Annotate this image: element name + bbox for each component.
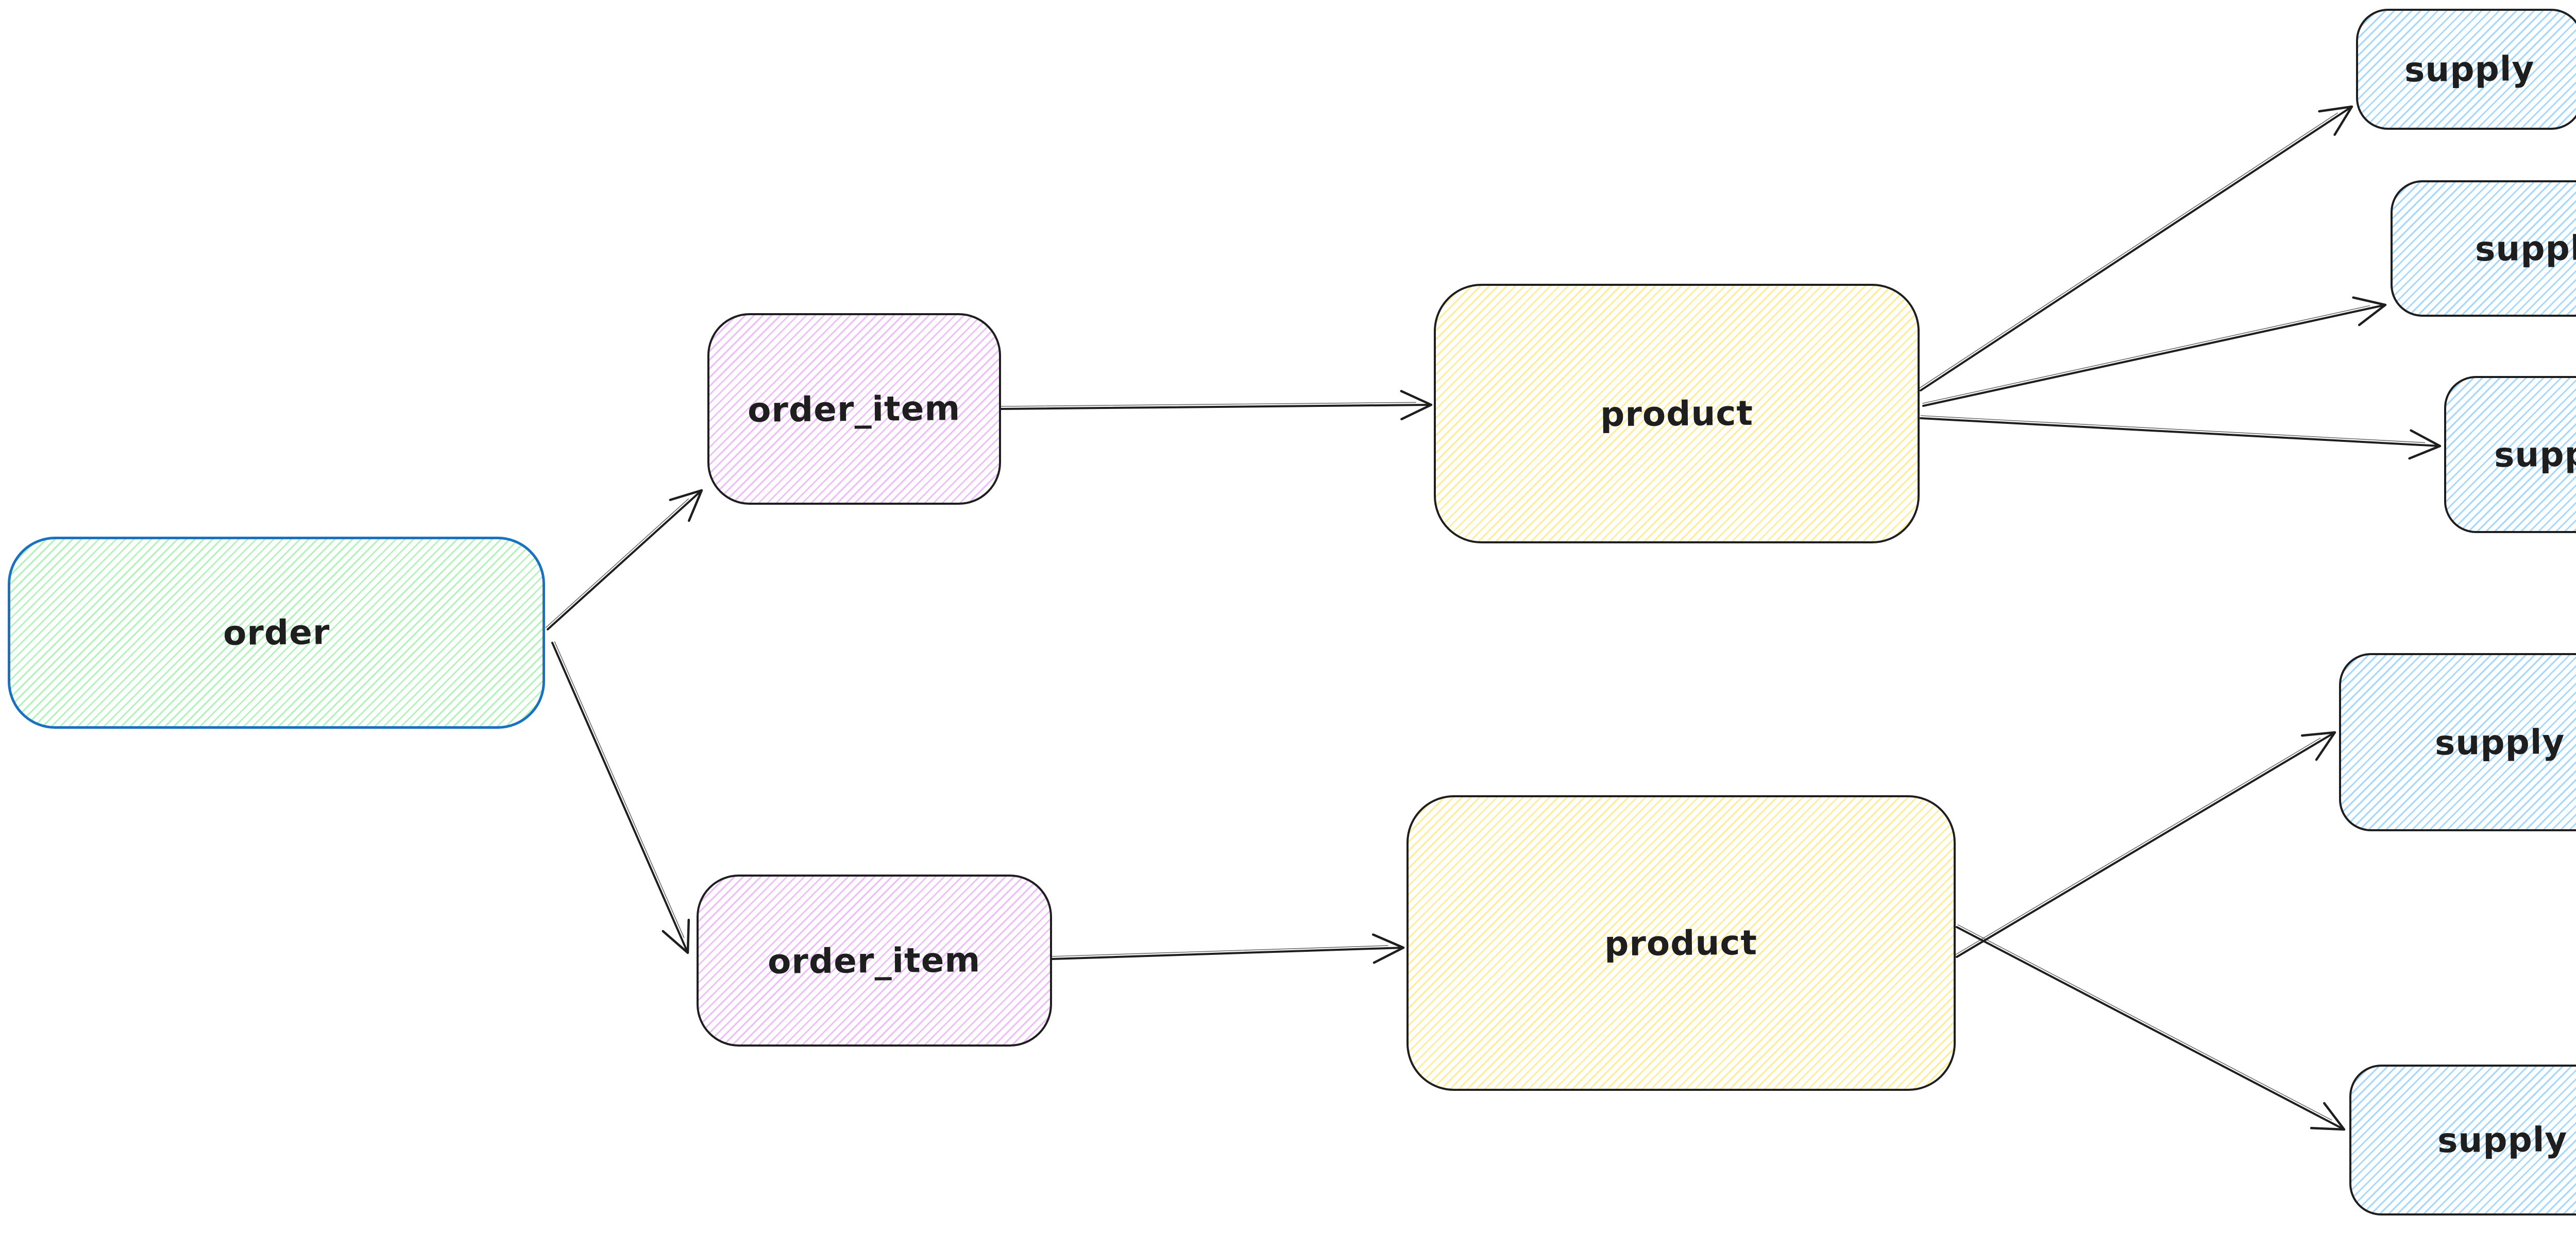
node-order-label: order <box>223 612 330 653</box>
node-order-item-2-label: order_item <box>768 939 981 982</box>
arrow-order-to-order-item-1 <box>545 489 703 630</box>
node-supply-5: supply <box>2349 1065 2576 1215</box>
node-supply-3-label: supply <box>2494 434 2576 475</box>
node-supply-3: supply <box>2444 376 2576 533</box>
arrow-product-2-to-supply-5 <box>1956 924 2346 1131</box>
node-order-item-2: order_item <box>697 875 1052 1047</box>
node-order: order <box>8 537 545 729</box>
arrow-product-2-to-supply-4 <box>1955 731 2336 958</box>
node-supply-4: supply <box>2339 653 2576 831</box>
arrow-product-1-to-supply-2 <box>1922 296 2387 407</box>
node-product-2: product <box>1406 795 1956 1091</box>
arrow-order-item-2-to-product-2 <box>1051 933 1405 964</box>
arrow-product-1-to-supply-1 <box>1919 105 2353 391</box>
node-order-item-1-label: order_item <box>748 388 961 430</box>
node-product-1: product <box>1434 284 1920 543</box>
node-product-2-label: product <box>1604 922 1758 964</box>
node-supply-1: supply <box>2356 9 2576 130</box>
node-product-1-label: product <box>1600 393 1754 434</box>
node-supply-4-label: supply <box>2434 722 2566 763</box>
node-order-item-1: order_item <box>707 313 1001 505</box>
node-supply-5-label: supply <box>2437 1119 2568 1161</box>
arrow-product-1-to-supply-3 <box>1920 415 2442 460</box>
arrow-order-to-order-item-2 <box>551 641 690 954</box>
node-supply-2: supply <box>2391 180 2576 317</box>
node-supply-1-label: supply <box>2404 48 2535 90</box>
arrow-order-item-1-to-product-1 <box>1000 390 1433 421</box>
node-supply-2-label: supply <box>2475 228 2576 269</box>
